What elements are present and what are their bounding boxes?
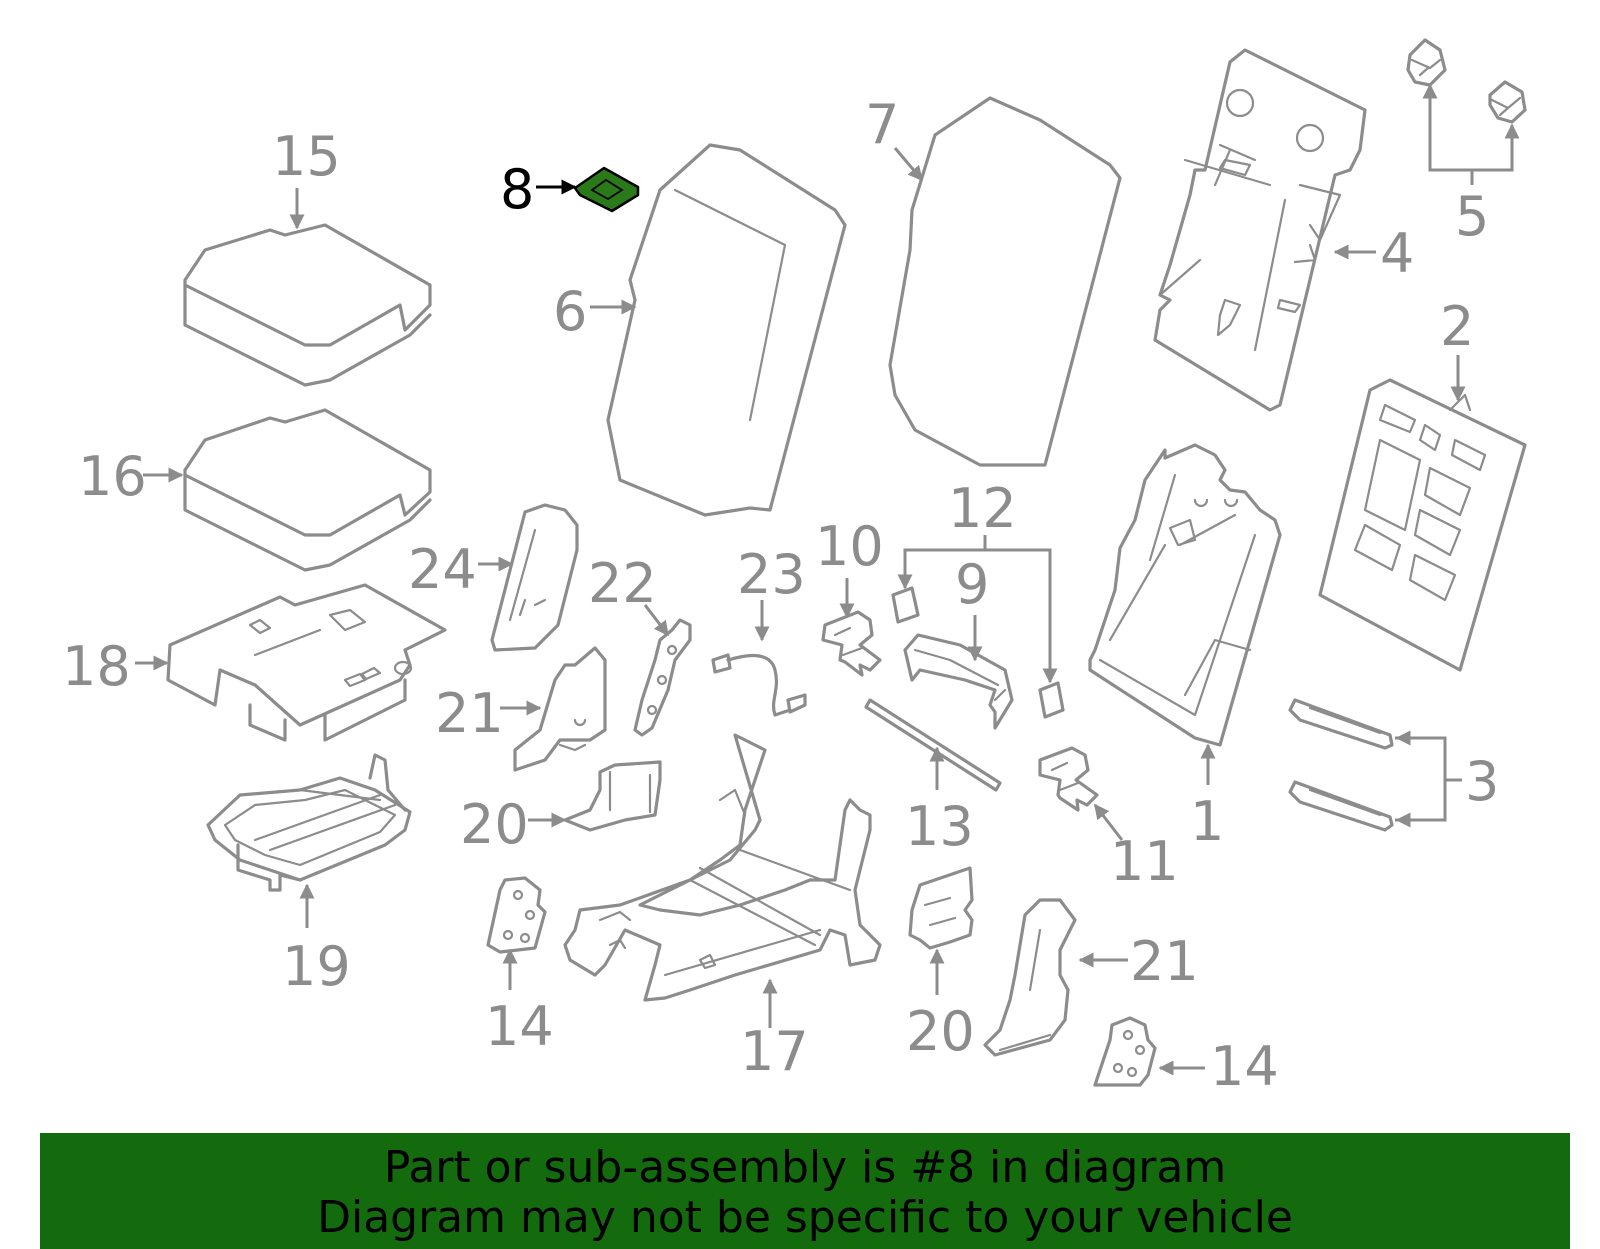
part-18-cushion-pan[interactable]	[166, 583, 447, 742]
part-8-highlighted-clip[interactable]	[573, 166, 640, 213]
parts-diagram: 15 16 18 19 24 22 21 20 14 23 8 6 7 4 5 …	[62, 38, 1527, 1098]
callout-20-right: 20	[906, 1000, 975, 1063]
part-3-hinges[interactable]	[1288, 698, 1394, 832]
callout-8: 8	[500, 158, 534, 221]
part-2-back-panel[interactable]	[1318, 378, 1527, 672]
callout-17: 17	[740, 1020, 809, 1083]
callout-18: 18	[62, 635, 131, 698]
callout-22: 22	[588, 552, 657, 615]
part-21-trim-panel-left[interactable]	[513, 646, 607, 772]
callout-15: 15	[272, 125, 341, 188]
callout-20-left: 20	[460, 793, 529, 856]
part-11-clip[interactable]	[1038, 746, 1099, 812]
callout-19: 19	[282, 935, 351, 998]
callout-9: 9	[955, 553, 989, 616]
callout-5: 5	[1455, 185, 1489, 248]
part-16-cushion-pad[interactable]	[183, 408, 432, 572]
callout-23: 23	[737, 543, 806, 606]
callout-21-right: 21	[1130, 930, 1199, 993]
callout-11: 11	[1110, 830, 1179, 893]
part-4-seatback-panel[interactable]	[1153, 48, 1367, 412]
callout-14-left: 14	[485, 995, 554, 1058]
leader-lines	[135, 83, 1520, 1076]
part-23-wire-harness[interactable]	[711, 653, 807, 717]
callout-4: 4	[1380, 222, 1414, 285]
part-14-plate-right[interactable]	[1093, 1016, 1157, 1087]
callout-14-right: 14	[1210, 1035, 1279, 1098]
part-24-side-trim[interactable]	[490, 503, 579, 652]
callout-2: 2	[1440, 295, 1474, 358]
part-17-track-frame[interactable]	[563, 733, 882, 1002]
part-15-cushion-cover[interactable]	[183, 223, 432, 387]
banner-line-2: Diagram may not be specific to your vehi…	[317, 1192, 1293, 1243]
part-20-cover-left[interactable]	[563, 760, 662, 832]
part-20-cover-right[interactable]	[908, 866, 974, 950]
part-12-pads[interactable]	[891, 586, 1065, 719]
callout-6: 6	[553, 280, 587, 343]
part-7-seatback-pad[interactable]	[888, 96, 1122, 467]
part-13-rod[interactable]	[864, 698, 1002, 792]
callout-21-left: 21	[435, 682, 504, 745]
part-14-plate-left[interactable]	[486, 876, 547, 954]
part-21-trim-panel-right[interactable]	[983, 898, 1077, 1057]
part-6-seatback-cover[interactable]	[606, 143, 847, 517]
part-9-trim[interactable]	[903, 633, 1014, 730]
callout-12: 12	[948, 477, 1017, 540]
callout-numbers: 15 16 18 19 24 22 21 20 14 23 8 6 7 4 5 …	[62, 93, 1499, 1098]
part-1-seatback-frame[interactable]	[1088, 443, 1282, 747]
part-19-spring-frame[interactable]	[206, 753, 412, 892]
callout-24: 24	[408, 538, 477, 601]
banner-line-1: Part or sub-assembly is #8 in diagram	[383, 1142, 1227, 1193]
callout-7: 7	[865, 93, 899, 156]
part-5-headrest-guides[interactable]	[1406, 38, 1527, 124]
callout-16: 16	[78, 445, 147, 508]
callout-10: 10	[815, 515, 884, 578]
part-22-bracket[interactable]	[633, 618, 692, 737]
callout-1: 1	[1190, 790, 1224, 853]
callout-13: 13	[905, 795, 974, 858]
part-10-clip[interactable]	[821, 610, 882, 677]
info-banner: Part or sub-assembly is #8 in diagram Di…	[40, 1133, 1570, 1249]
callout-3: 3	[1465, 750, 1499, 813]
